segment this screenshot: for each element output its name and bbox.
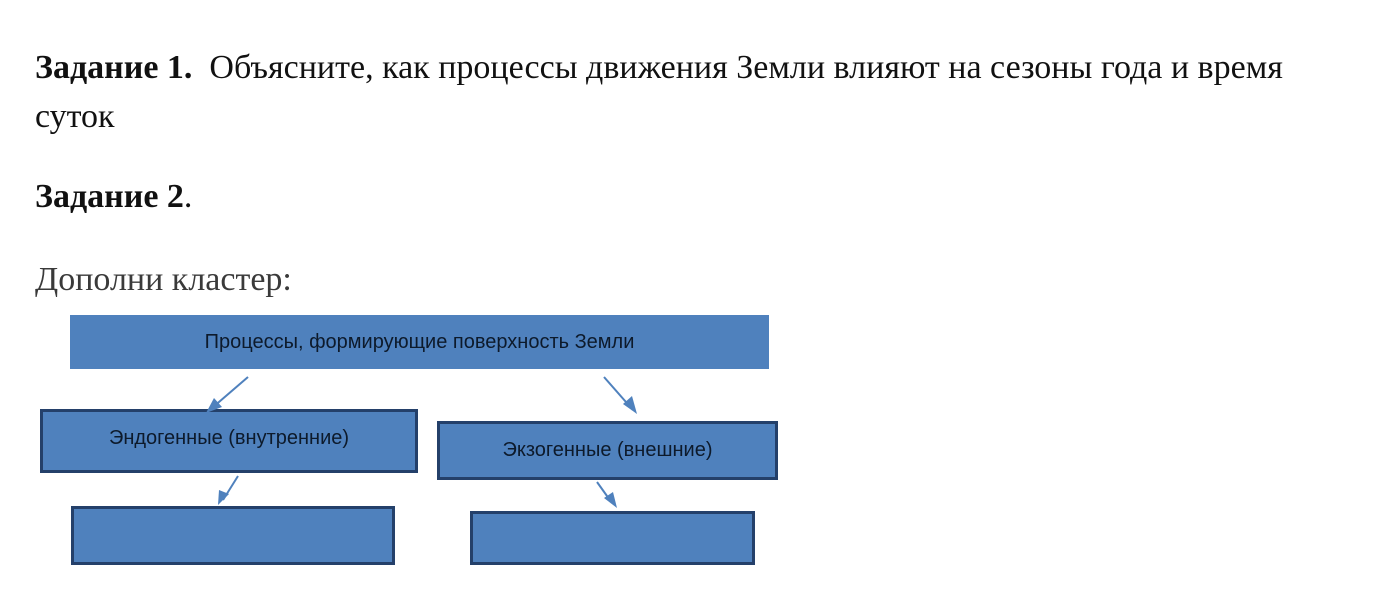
cluster-endogenous-box: Эндогенные (внутренние) <box>40 409 418 473</box>
task1-text: Объясните, как процессы движения Земли в… <box>209 49 1283 86</box>
task2-suffix: . <box>183 178 193 215</box>
cluster-exogenous-box: Экзогенные (внешние) <box>437 421 778 480</box>
cluster-root-box: Процессы, формирующие поверхность Земли <box>70 315 769 369</box>
instruction: Дополни кластер: <box>35 261 292 298</box>
cluster-exogenous-answer-box[interactable] <box>470 511 755 565</box>
task2-heading: Задание 2. <box>35 177 192 217</box>
task2-label: Задание 2 <box>35 178 184 215</box>
cluster-endogenous-answer-box[interactable] <box>71 506 395 565</box>
task1-line: Задание 1. Объясните, как процессы движе… <box>35 48 1283 88</box>
task1-continuation: суток <box>35 98 115 135</box>
task1-label: Задание 1. <box>35 49 193 86</box>
